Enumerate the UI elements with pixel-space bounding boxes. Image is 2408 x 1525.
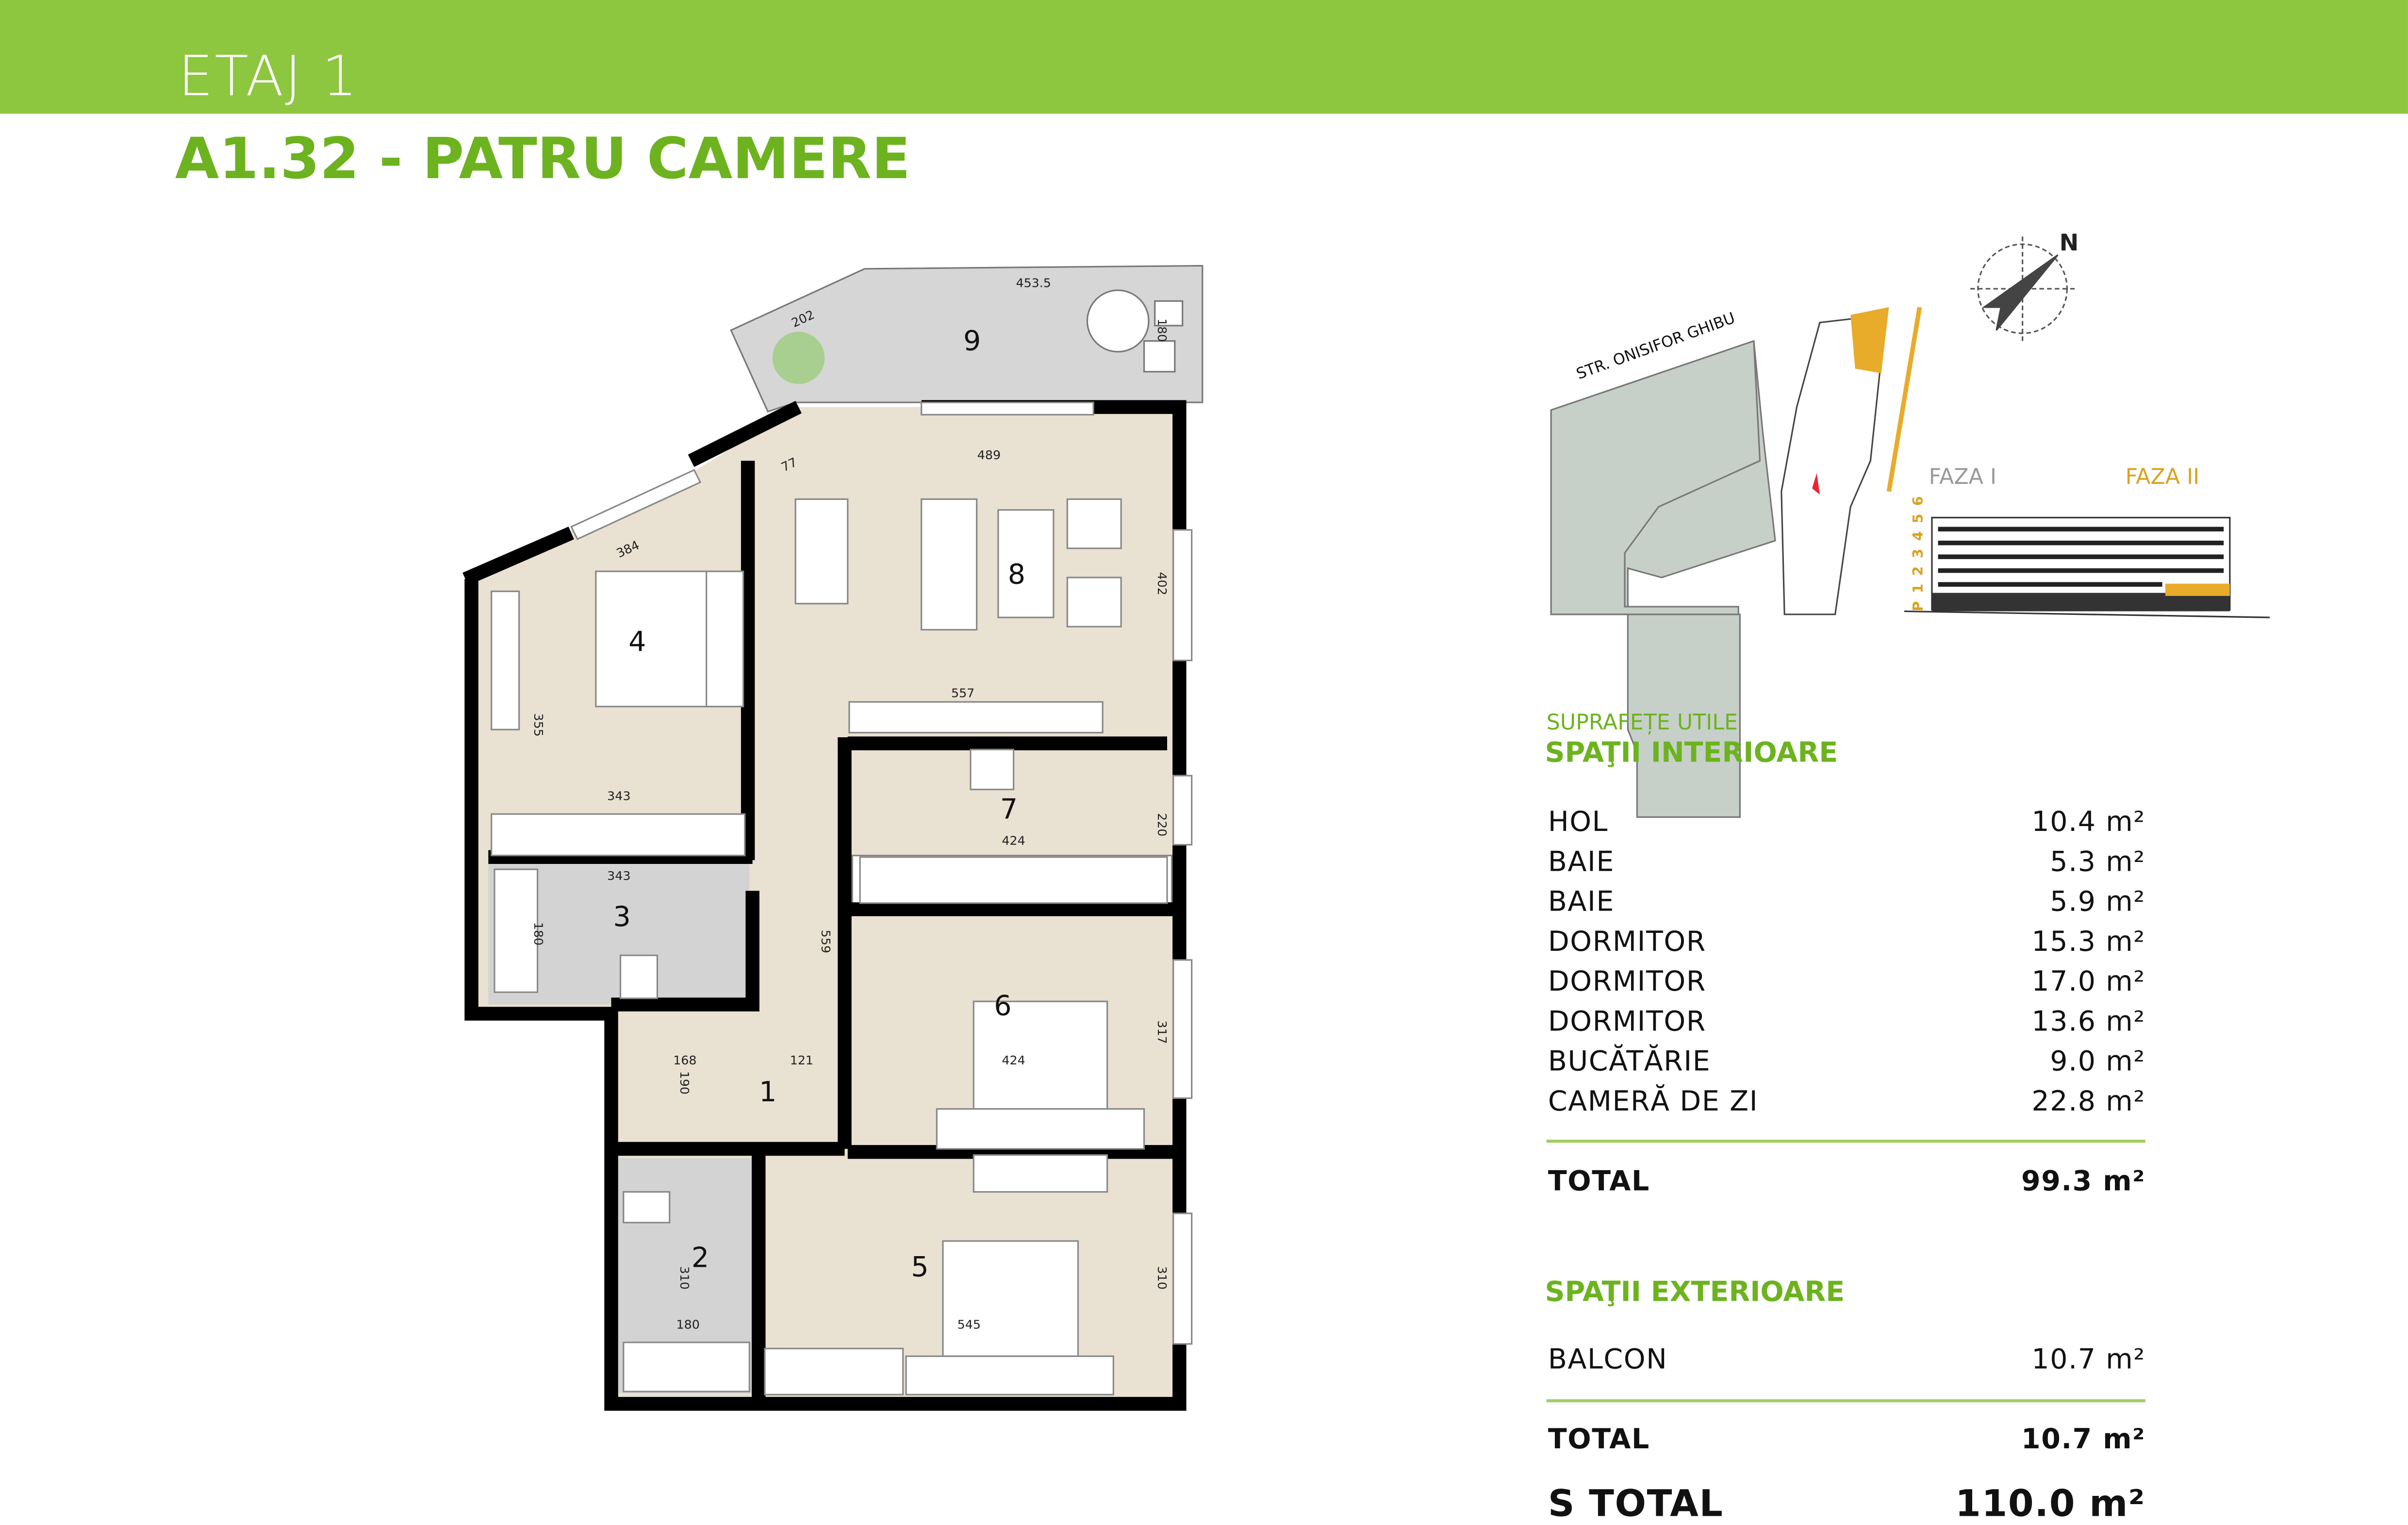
phase-line [1886, 307, 1922, 492]
floor-title: ETAJ 1 [178, 46, 359, 109]
table-icon [1086, 289, 1150, 353]
dimension-label: 402 [1155, 572, 1169, 595]
dimension-label: 453.5 [1016, 276, 1051, 290]
divider [1546, 1399, 2145, 1403]
red-arrow-icon [1812, 473, 1820, 495]
room-label: 4 [628, 626, 646, 658]
interior-title: SPAŢII INTERIOARE [1545, 737, 1838, 770]
room-label: 3 [613, 901, 630, 933]
phase-1-label: FAZA I [1929, 464, 1997, 489]
room-label: 7 [1000, 794, 1018, 826]
areas-subtitle: SUPRAFEȚE UTILE [1546, 711, 1738, 736]
room-label: 6 [994, 990, 1011, 1022]
divider [1546, 1140, 2145, 1143]
exterior-title: SPAŢII EXTERIOARE [1545, 1276, 1845, 1309]
room-label: 5 [911, 1251, 928, 1283]
dimension-label: 180 [531, 922, 545, 945]
levels-label: P 1 2 3 4 5 6 [1910, 495, 1926, 611]
dimension-label: 310 [677, 1266, 692, 1290]
dimension-label: 343 [607, 789, 630, 803]
dimension-label: 121 [790, 1053, 813, 1067]
dimension-label: 220 [1155, 813, 1169, 836]
dimension-label: 343 [607, 869, 630, 883]
dimension-label: 557 [951, 686, 974, 700]
header-bar [0, 0, 2408, 114]
dimension-label: 424 [1002, 1053, 1025, 1067]
room-label: 9 [963, 325, 981, 357]
room-label: 1 [759, 1076, 776, 1108]
compass-icon: N [1970, 230, 2078, 341]
dimension-label: 559 [819, 930, 833, 953]
dimension-label: 489 [977, 448, 1001, 462]
dimension-label: 180 [676, 1317, 700, 1331]
dimension-label: 317 [1155, 1020, 1169, 1044]
building-elevation [1904, 516, 2270, 618]
svg-text:N: N [2060, 230, 2079, 256]
dimension-label: 310 [1155, 1266, 1169, 1290]
dimension-label: 424 [1002, 833, 1025, 847]
dimension-label: 355 [531, 713, 545, 736]
room-label: 8 [1008, 559, 1025, 591]
dimension-label: 168 [673, 1053, 696, 1067]
dimension-label: 545 [957, 1317, 981, 1331]
plant-icon [772, 332, 825, 384]
dimension-label: 190 [677, 1071, 692, 1094]
phase-2-label: FAZA II [2126, 464, 2200, 489]
unit-highlight [1850, 307, 1889, 373]
unit-title: A1.32 - PATRU CAMERE [175, 126, 911, 192]
walls [462, 400, 1187, 1411]
room-label: 2 [692, 1242, 709, 1274]
dimension-label: 180 [1155, 318, 1169, 342]
balcony-area [730, 265, 1204, 413]
